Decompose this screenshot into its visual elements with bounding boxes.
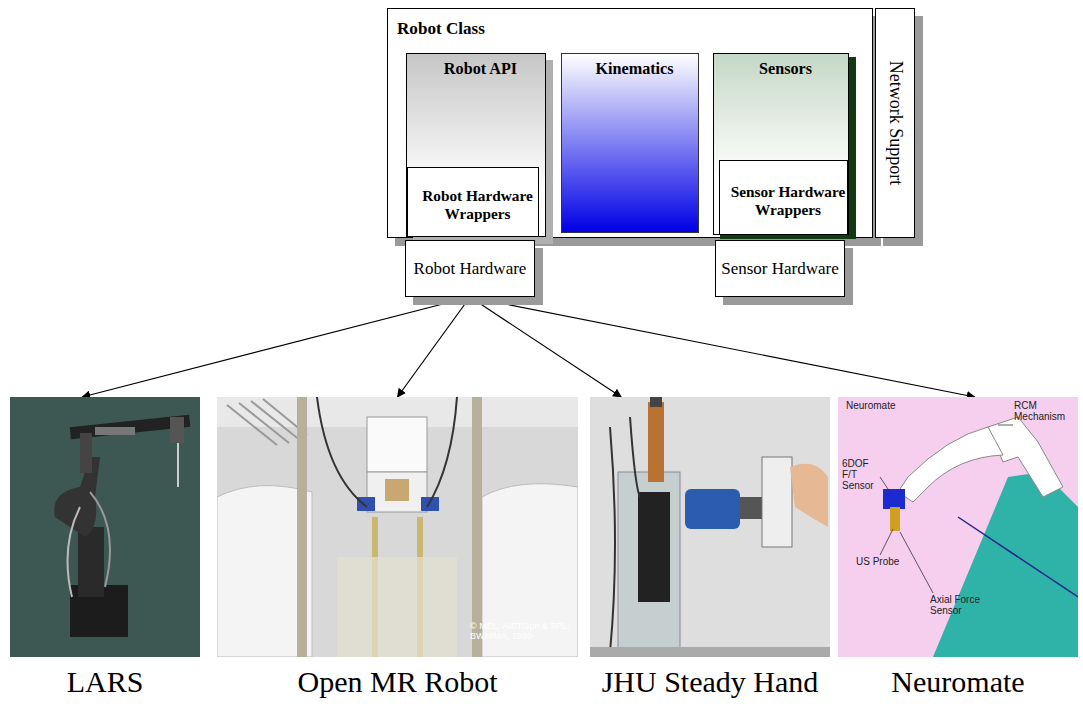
part-name: US Probe: [856, 556, 906, 567]
sensors-box: SensorsSensor Hardware Wrappers: [713, 53, 849, 235]
jhu-steady-hand-photo: [590, 397, 830, 657]
open-mr-photo: [217, 397, 578, 657]
arrow-connector: [82, 297, 470, 397]
class-frame: Robot ClassRobot API Robot Hardware Wrapp…: [387, 8, 873, 238]
wrapper-box: Sensor Hardware Wrappers: [719, 160, 848, 235]
lars-photo: [10, 397, 200, 657]
box-label: Sensor Hardware: [721, 259, 839, 279]
hardware-box: Robot Hardware: [405, 240, 535, 297]
box-label: Robot Hardware: [414, 259, 527, 279]
robot-picture: Open MR Robot: [217, 397, 578, 657]
arrow-connector: [398, 297, 471, 397]
box-label: Robot Hardware Wrappers: [408, 181, 538, 222]
arrow-connector: [470, 297, 975, 397]
box-label: Sensors: [714, 54, 848, 79]
robot-picture: LARS: [10, 397, 200, 657]
box-label: Sensor Hardware Wrappers: [720, 177, 847, 218]
network-box: Network Support: [875, 8, 915, 238]
picture-label: Neuromate: [798, 665, 1083, 699]
robot-picture: Neuromate: [838, 397, 1078, 657]
box-label: Kinematics: [562, 54, 698, 79]
part-name: Axial Force Sensor: [930, 594, 986, 616]
wrapper-box: Robot Hardware Wrappers: [407, 167, 539, 237]
part-name: Neuromate: [846, 400, 906, 411]
picture-label: Open MR Robot: [177, 665, 618, 699]
picture-label: JHU Steady Hand: [550, 665, 870, 699]
box-label: Robot Class: [388, 9, 872, 39]
neuromate-drawing: [838, 397, 1078, 657]
kinematics-box: Kinematics: [561, 53, 699, 233]
hardware-box: Sensor Hardware: [715, 240, 845, 297]
copyright-note: © MEL, AIST/Jpn & SPL, BWH/MA, 1999-: [470, 622, 574, 642]
box-label: Network Support: [885, 61, 906, 186]
picture-label: LARS: [0, 665, 240, 699]
box-label: Robot API: [407, 54, 545, 79]
part-name: 6DOF F/T Sensor: [842, 458, 886, 491]
part-name: RCM Mechanism: [1014, 400, 1074, 422]
api-box: Robot API Robot Hardware Wrappers: [406, 53, 546, 237]
robot-picture: JHU Steady Hand: [590, 397, 830, 657]
